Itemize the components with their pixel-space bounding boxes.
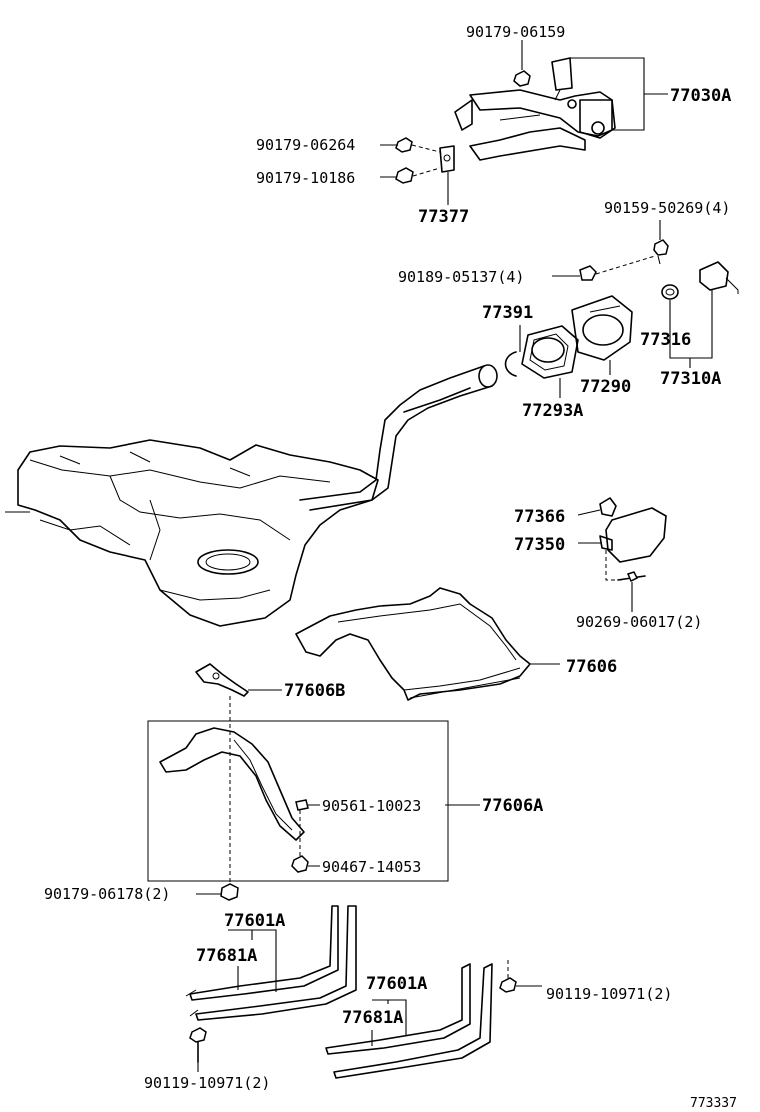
bracket-77377 bbox=[439, 145, 455, 173]
fuel-lid-77350 bbox=[599, 507, 667, 563]
nut-90179-06264 bbox=[395, 137, 413, 153]
label-77377: 77377 bbox=[418, 207, 469, 227]
label-77316: 77316 bbox=[640, 330, 691, 350]
label-90119-10971-right: 90119-10971(2) bbox=[546, 985, 672, 1003]
label-90159-50269: 90159-50269(4) bbox=[604, 199, 730, 217]
fuel-sender-assembly bbox=[454, 57, 616, 161]
nut-90179-10186 bbox=[395, 167, 414, 184]
diagram-code: 773337 bbox=[690, 1096, 737, 1111]
label-77366: 77366 bbox=[514, 507, 565, 527]
label-77601A-right: 77601A bbox=[366, 974, 427, 994]
label-77391: 77391 bbox=[482, 303, 533, 323]
protector-77606 bbox=[295, 587, 531, 701]
gasket-77391 bbox=[504, 351, 517, 377]
clip-90561-10023 bbox=[295, 799, 309, 811]
label-77606A: 77606A bbox=[482, 796, 543, 816]
bolt-90119-10971-right bbox=[499, 960, 517, 993]
protector-77606A bbox=[159, 727, 305, 841]
label-77290: 77290 bbox=[580, 377, 631, 397]
tank-band-left bbox=[185, 905, 357, 1021]
fuel-cap-77310A bbox=[699, 261, 739, 294]
label-90179-06264: 90179-06264 bbox=[256, 136, 355, 154]
label-90119-10971-left: 90119-10971(2) bbox=[144, 1074, 270, 1092]
lid-spring-77366 bbox=[599, 497, 617, 517]
label-77681A-left: 77681A bbox=[196, 946, 257, 966]
label-90561-10023: 90561-10023 bbox=[322, 797, 421, 815]
bolt-90119-10971-left bbox=[189, 1027, 207, 1063]
screw-90159-50269 bbox=[653, 239, 669, 265]
label-90269-06017: 90269-06017(2) bbox=[576, 613, 702, 631]
label-77310A: 77310A bbox=[660, 369, 721, 389]
label-77606: 77606 bbox=[566, 657, 617, 677]
tank-band-right bbox=[325, 963, 493, 1079]
label-77601A-left: 77601A bbox=[224, 911, 285, 931]
inlet-housing-77290 bbox=[571, 295, 633, 361]
fuel-tank bbox=[5, 439, 379, 627]
nut-90179-06178 bbox=[220, 883, 239, 901]
nut-90179-06159 bbox=[513, 70, 531, 87]
label-77293A: 77293A bbox=[522, 401, 583, 421]
screw-90269-06017 bbox=[617, 571, 646, 583]
nut-90467-14053 bbox=[291, 855, 309, 873]
ring-77316 bbox=[661, 284, 679, 300]
filler-pipe bbox=[299, 364, 498, 511]
label-90179-06159: 90179-06159 bbox=[466, 23, 565, 41]
label-90467-14053: 90467-14053 bbox=[322, 858, 421, 876]
fuel-inlet-box-77293A bbox=[521, 325, 579, 379]
label-77606B: 77606B bbox=[284, 681, 345, 701]
label-90189-05137: 90189-05137(4) bbox=[398, 268, 524, 286]
label-90179-10186: 90179-10186 bbox=[256, 169, 355, 187]
label-90179-06178: 90179-06178(2) bbox=[44, 885, 170, 903]
group-box-77606A bbox=[147, 720, 449, 882]
label-77350: 77350 bbox=[514, 535, 565, 555]
nut-90189-05137 bbox=[579, 265, 597, 281]
label-77030A: 77030A bbox=[670, 86, 731, 106]
bracket-77606B bbox=[195, 663, 249, 697]
label-77681A-right: 77681A bbox=[342, 1008, 403, 1028]
